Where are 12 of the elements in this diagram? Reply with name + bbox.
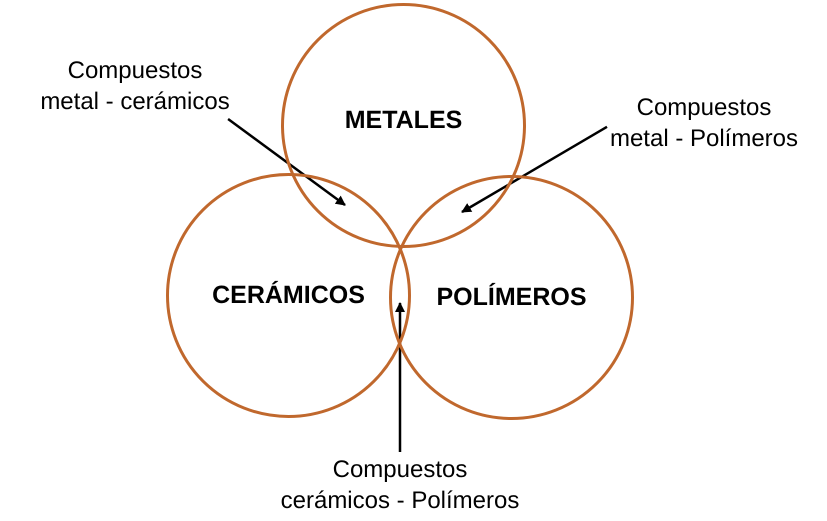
metales-circle (281, 3, 526, 248)
leader-arrow (395, 302, 405, 452)
leader-arrow (461, 126, 608, 214)
circle-label: METALES (344, 106, 462, 135)
polimeros-circle (389, 175, 634, 420)
callout-text: Compuestos metal - Polímeros (608, 92, 800, 154)
ceramicos-circle (166, 173, 411, 418)
callout-text: Compuestos cerámicos - Polímeros (280, 454, 520, 516)
leader-arrow (227, 118, 346, 206)
circle-label: POLÍMEROS (436, 283, 586, 312)
circle-label: CERÁMICOS (212, 281, 365, 310)
callout-text: Compuestos metal - cerámicos (39, 56, 231, 117)
